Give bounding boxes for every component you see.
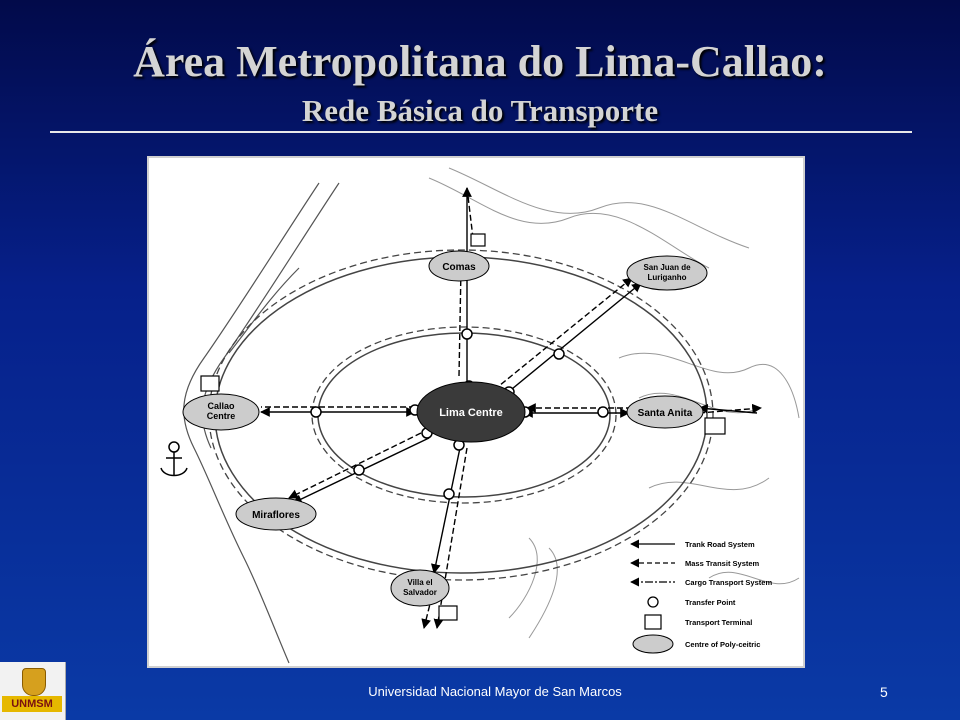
svg-text:Transport Terminal: Transport Terminal	[685, 618, 752, 627]
node-villa-el-salvador: Villa el Salvador	[390, 569, 450, 607]
crest-icon	[22, 668, 46, 696]
svg-text:Transfer Point: Transfer Point	[685, 598, 736, 607]
node-callao-centre: Callao Centre	[182, 393, 260, 431]
node-lima-centre: Lima Centre	[416, 381, 526, 443]
radial-links	[260, 187, 762, 629]
svg-text:Miraflores: Miraflores	[252, 510, 300, 521]
logo-wordmark: UNMSM	[2, 696, 62, 712]
svg-text:Villa el: Villa el	[407, 578, 432, 587]
unmsm-logo: UNMSM	[0, 662, 66, 720]
slide-footer: Universidad Nacional Mayor de San Marcos	[368, 684, 622, 699]
svg-text:Centre of Poly-ceitric: Centre of Poly-ceitric	[685, 640, 760, 649]
legend-mass-transit: Mass Transit System	[630, 558, 760, 568]
svg-text:Cargo Transport System: Cargo Transport System	[685, 578, 772, 587]
svg-text:San Juan de: San Juan de	[643, 263, 691, 272]
svg-text:Centre: Centre	[207, 411, 236, 421]
node-miraflores: Miraflores	[235, 497, 317, 531]
svg-text:Luriganho: Luriganho	[647, 273, 686, 282]
node-comas: Comas	[428, 250, 490, 282]
svg-text:Salvador: Salvador	[403, 588, 437, 597]
svg-text:Callao: Callao	[207, 401, 235, 411]
transport-network-diagram: Lima Centre Comas San Juan de Luriganho …	[147, 156, 805, 668]
diagram-legend: Trank Road System Mass Transit System Ca…	[630, 539, 772, 654]
slide-title: Área Metropolitana do Lima-Callao:	[133, 37, 827, 86]
legend-centre-polycentric: Centre of Poly-ceitric	[632, 634, 760, 654]
svg-text:Lima Centre: Lima Centre	[439, 407, 503, 419]
legend-transfer-point: Transfer Point	[647, 596, 736, 608]
legend-trank-road: Trank Road System	[630, 539, 755, 549]
svg-text:Mass Transit System: Mass Transit System	[685, 559, 760, 568]
anchor-icon	[160, 452, 188, 477]
svg-text:Comas: Comas	[442, 262, 476, 273]
slide-page-number: 5	[880, 684, 888, 700]
svg-text:Santa Anita: Santa Anita	[638, 408, 693, 419]
transport-terminals	[200, 233, 726, 621]
diagram-svg: Lima Centre Comas San Juan de Luriganho …	[160, 167, 800, 664]
node-santa-anita: Santa Anita	[626, 395, 704, 429]
slide-subtitle: Rede Básica do Transporte	[301, 93, 659, 128]
node-san-juan-de-lurigancho: San Juan de Luriganho	[626, 255, 708, 291]
title-underline	[50, 131, 912, 133]
legend-cargo-transport: Cargo Transport System	[630, 577, 772, 587]
legend-transport-terminal: Transport Terminal	[644, 614, 752, 630]
svg-text:Trank Road System: Trank Road System	[685, 540, 755, 549]
topography-lines	[428, 167, 800, 639]
